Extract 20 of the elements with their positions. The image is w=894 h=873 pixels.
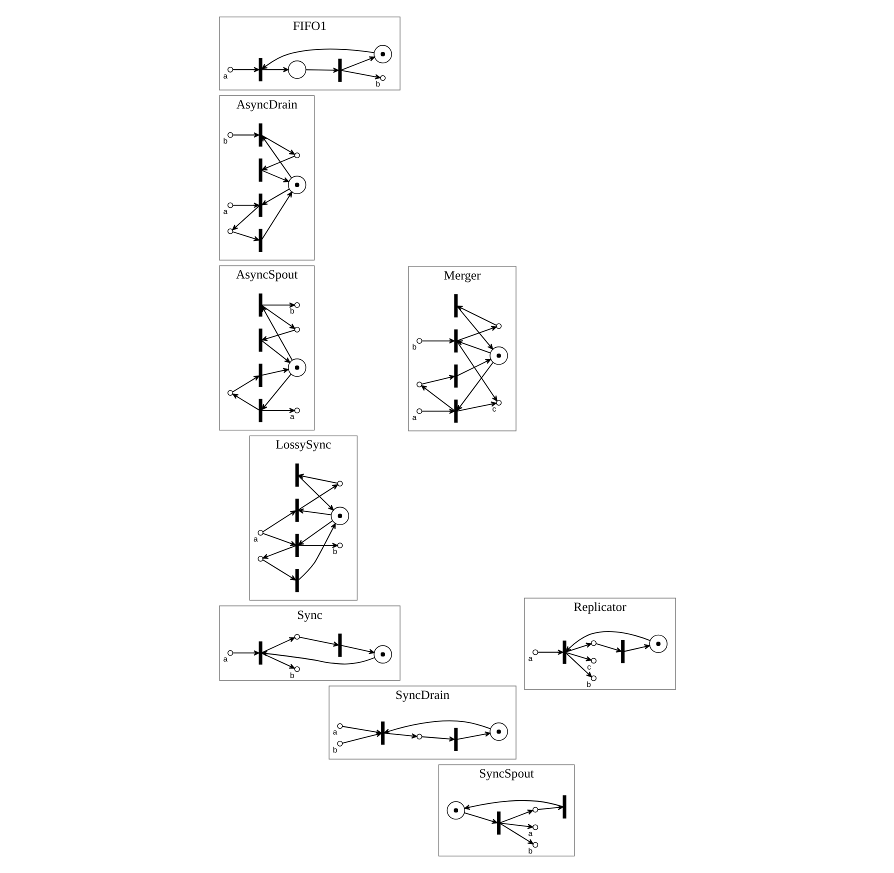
node-label: a xyxy=(252,534,258,544)
node-label: b xyxy=(332,547,337,556)
node-label: b xyxy=(290,306,294,316)
node-label: b xyxy=(375,80,380,89)
node-label: a xyxy=(528,828,532,838)
node-label: b xyxy=(332,745,337,754)
node-label: a xyxy=(290,412,294,422)
node-label: c xyxy=(492,404,496,414)
node-label: b xyxy=(586,680,590,689)
node-label: b xyxy=(290,670,294,680)
node-label: b xyxy=(528,846,532,856)
node-label: b xyxy=(412,342,416,352)
node-label: a xyxy=(222,206,228,216)
node-label: a xyxy=(412,412,416,422)
node-label: a xyxy=(222,654,228,664)
node-label: a xyxy=(222,71,228,80)
node-label: c xyxy=(586,662,591,672)
node-label: b xyxy=(222,136,228,146)
node-label: a xyxy=(332,728,337,737)
node-label: a xyxy=(528,654,532,663)
